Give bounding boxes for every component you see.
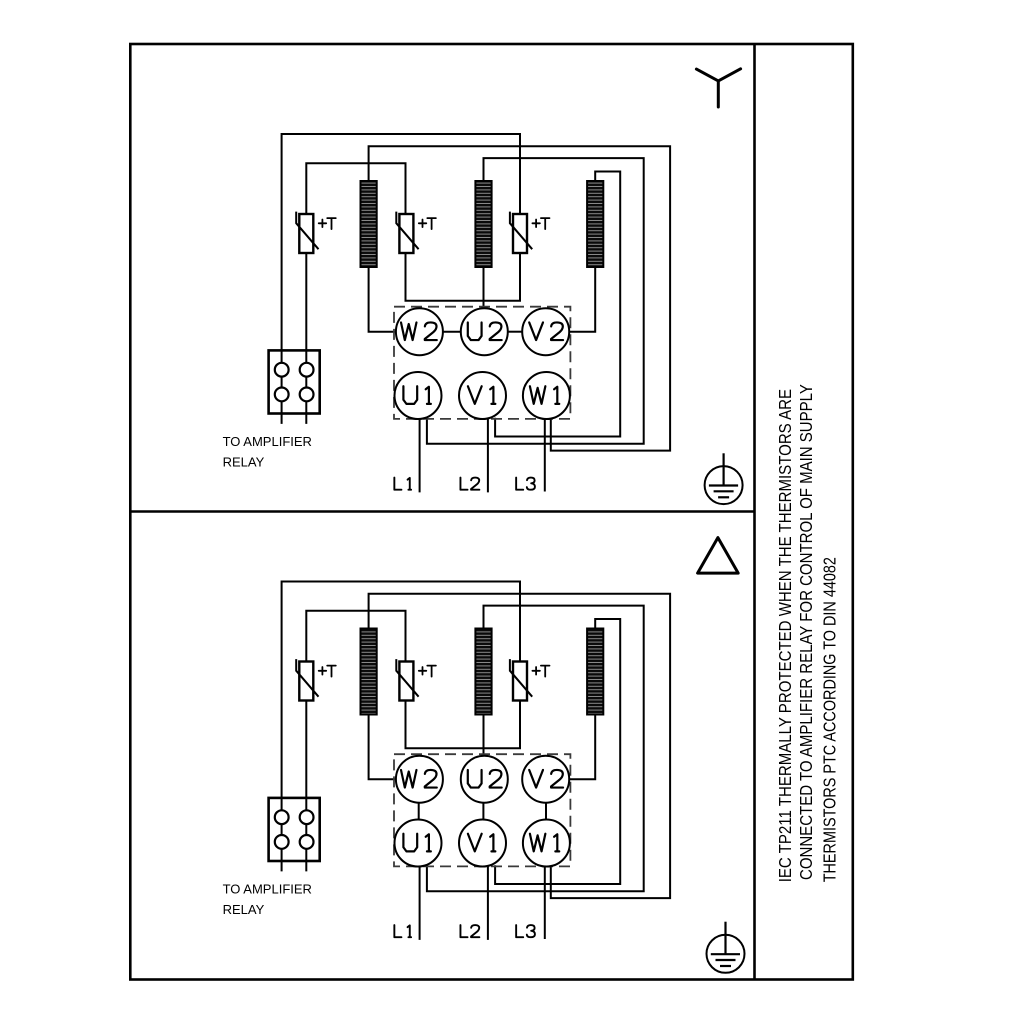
svg-text:IEC TP211 THERMALLY PROTECTED: IEC TP211 THERMALLY PROTECTED WHEN THE T… [775,389,796,882]
svg-text:TO AMPLIFIER: TO AMPLIFIER [223,434,312,449]
svg-text:THERMISTORS PTC ACCORDING TO D: THERMISTORS PTC ACCORDING TO DIN 44082 [820,557,840,882]
svg-text:CONNECTED TO AMPLIFIER RELAY F: CONNECTED TO AMPLIFIER RELAY FOR CONTROL… [796,384,817,880]
svg-text:RELAY: RELAY [223,454,265,469]
svg-text:TO AMPLIFIER: TO AMPLIFIER [223,882,312,897]
svg-text:RELAY: RELAY [223,902,265,917]
